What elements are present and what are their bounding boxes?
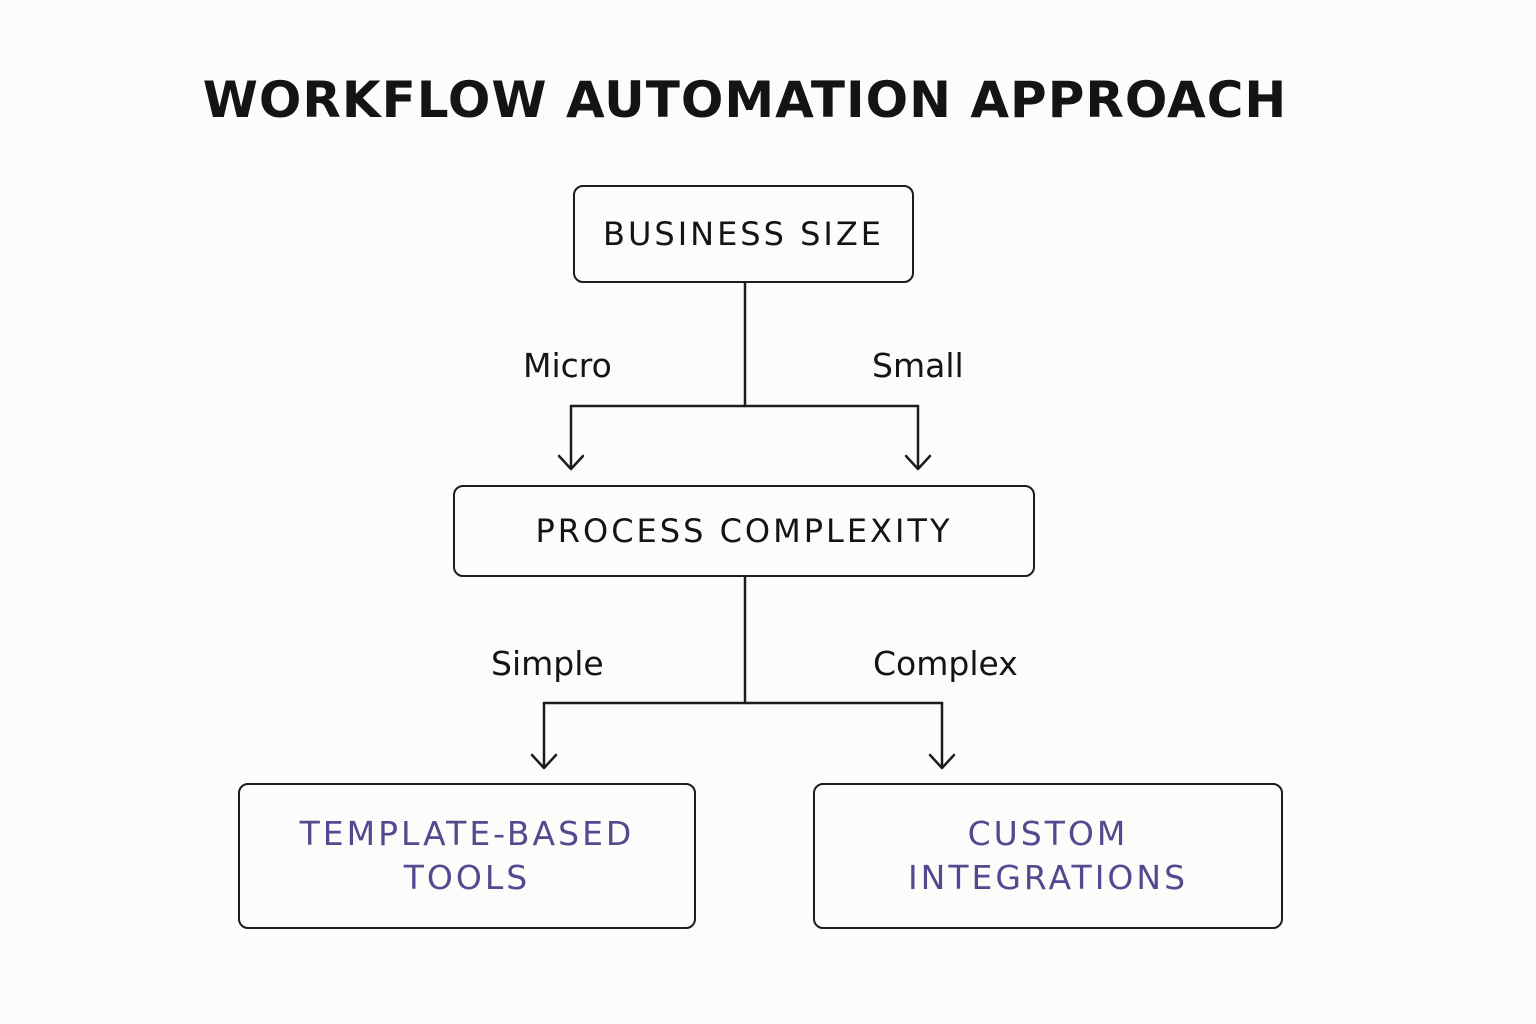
node-process-complexity-label: PROCESS COMPLEXITY (535, 512, 953, 550)
node-process-complexity: PROCESS COMPLEXITY (453, 485, 1035, 577)
arrowhead-small (904, 454, 932, 471)
arrowhead-simple (530, 753, 558, 770)
edge-label-small: Small (872, 346, 964, 385)
edge-label-simple: Simple (491, 644, 604, 683)
node-business-size-label: BUSINESS SIZE (603, 215, 884, 253)
arrowhead-complex (928, 753, 956, 770)
node-custom-integrations-label: CUSTOM INTEGRATIONS (908, 812, 1188, 900)
node-business-size: BUSINESS SIZE (573, 185, 914, 283)
node-custom-integrations: CUSTOM INTEGRATIONS (813, 783, 1283, 929)
edge-label-micro: Micro (523, 346, 612, 385)
node-template-based-tools-line-2: TOOLS (403, 858, 531, 897)
arrowhead-micro (557, 454, 585, 471)
node-template-based-tools: TEMPLATE-BASED TOOLS (238, 783, 696, 929)
node-custom-integrations-line-2: INTEGRATIONS (907, 858, 1189, 897)
node-template-based-tools-line-1: TEMPLATE-BASED (299, 814, 635, 853)
edge-label-complex: Complex (873, 644, 1018, 683)
node-template-based-tools-label: TEMPLATE-BASED TOOLS (300, 812, 635, 900)
node-custom-integrations-line-1: CUSTOM (967, 814, 1129, 853)
diagram-title: WORKFLOW AUTOMATION APPROACH (202, 71, 1288, 129)
